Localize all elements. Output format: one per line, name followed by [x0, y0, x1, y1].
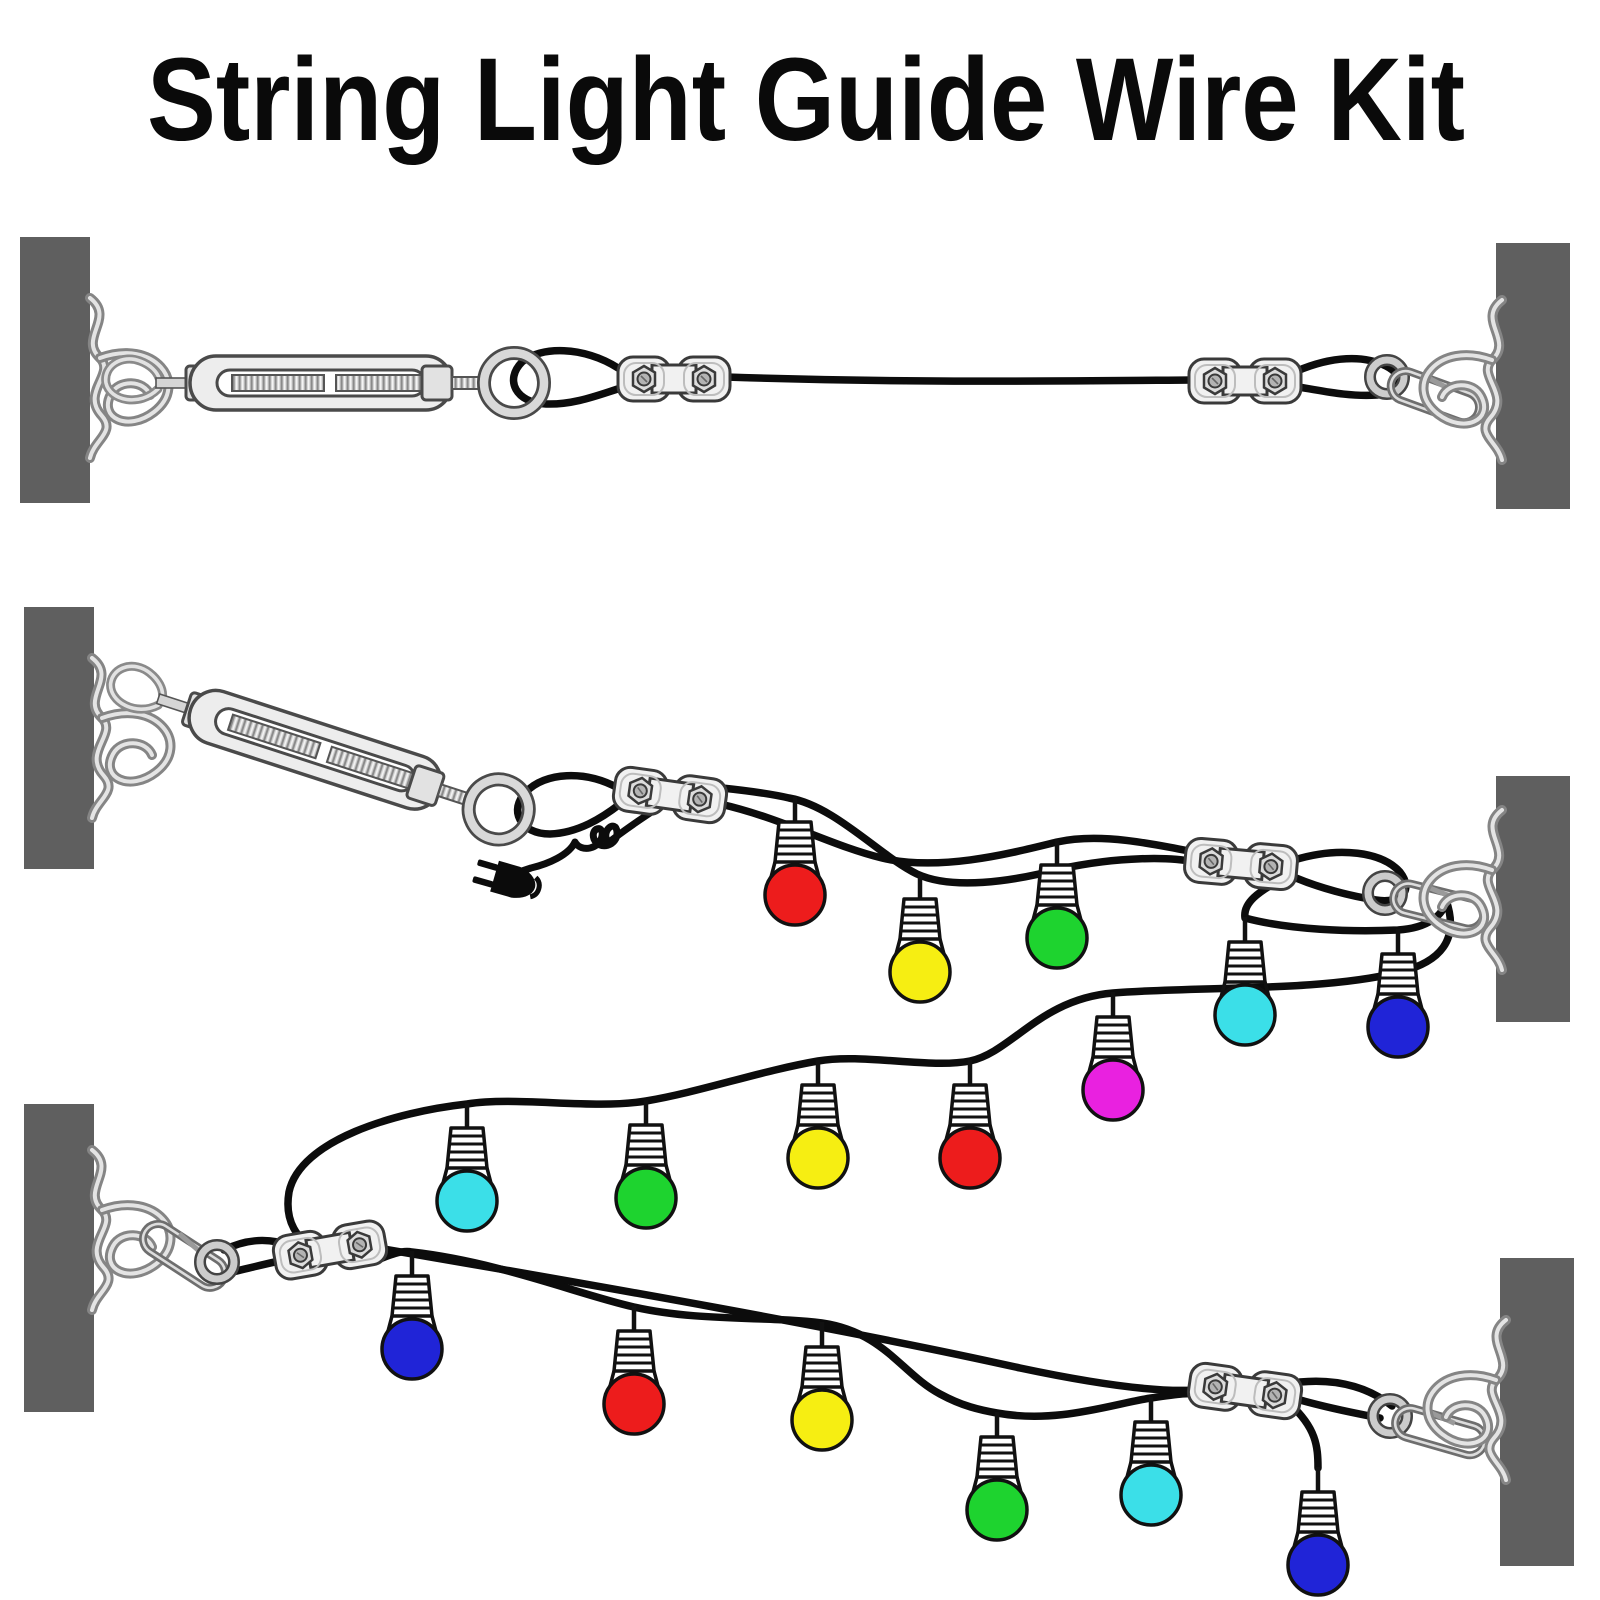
mounting-post-middle-left [24, 607, 94, 869]
bulb-green [965, 1412, 1029, 1542]
bulb-yellow [786, 1060, 850, 1190]
power-plug-icon [472, 859, 542, 900]
wire-rope-clip-icon [1187, 357, 1303, 405]
mounting-post-bottom-right [1500, 1258, 1574, 1566]
wire-rope-clip-icon [1184, 1359, 1306, 1423]
turnbuckle-icon [106, 353, 544, 413]
bulb-cyan [1213, 917, 1277, 1047]
bulb-cyan [435, 1103, 499, 1233]
wire-loop-top-left [509, 346, 625, 408]
hardware-layer [90, 298, 1506, 1480]
page-title: String Light Guide Wire Kit [147, 34, 1465, 166]
power-cord-squiggle [515, 809, 654, 876]
bulb-red [602, 1306, 666, 1436]
bulb-blue [1366, 929, 1430, 1059]
mounting-post-bottom-left [24, 1104, 94, 1412]
light-bulbs-layer [380, 797, 1430, 1597]
bulb-red [938, 1060, 1002, 1190]
bulb-cyan [1119, 1397, 1183, 1527]
bulb-green [614, 1100, 678, 1230]
bulb-magenta [1081, 992, 1145, 1122]
wire-loop-middle-left [513, 771, 624, 838]
eye-ring-icon [1373, 1399, 1407, 1433]
bulb-blue [380, 1251, 444, 1381]
bulb-red [763, 797, 827, 927]
light-string-middle-return-span [435, 992, 1145, 1233]
wire-rope-clip-icon [616, 355, 732, 403]
light-string-bottom-span [380, 1251, 1350, 1597]
light-string-upper-span [763, 797, 1430, 1059]
light-string-return [284, 896, 1455, 1252]
screw-hook-icon [92, 1150, 170, 1310]
mounting-posts [20, 237, 1574, 1566]
wire-rope-clip-icon [269, 1217, 391, 1283]
mounting-post-middle-right [1496, 776, 1570, 1022]
light-string-bottom [368, 1247, 1204, 1420]
wire-rope-clip-icon [1181, 835, 1301, 893]
bulb-green [1025, 840, 1089, 970]
wire-rope-clip-icon [609, 763, 731, 827]
guide-wire-bottom [374, 1244, 1200, 1395]
guide-wire-top [722, 373, 1196, 385]
bulb-yellow [888, 874, 952, 1004]
bulb-blue [1286, 1467, 1350, 1597]
bulb-yellow [790, 1322, 854, 1452]
mounting-post-top-right [1496, 243, 1570, 509]
mounting-post-top-left [20, 237, 90, 503]
